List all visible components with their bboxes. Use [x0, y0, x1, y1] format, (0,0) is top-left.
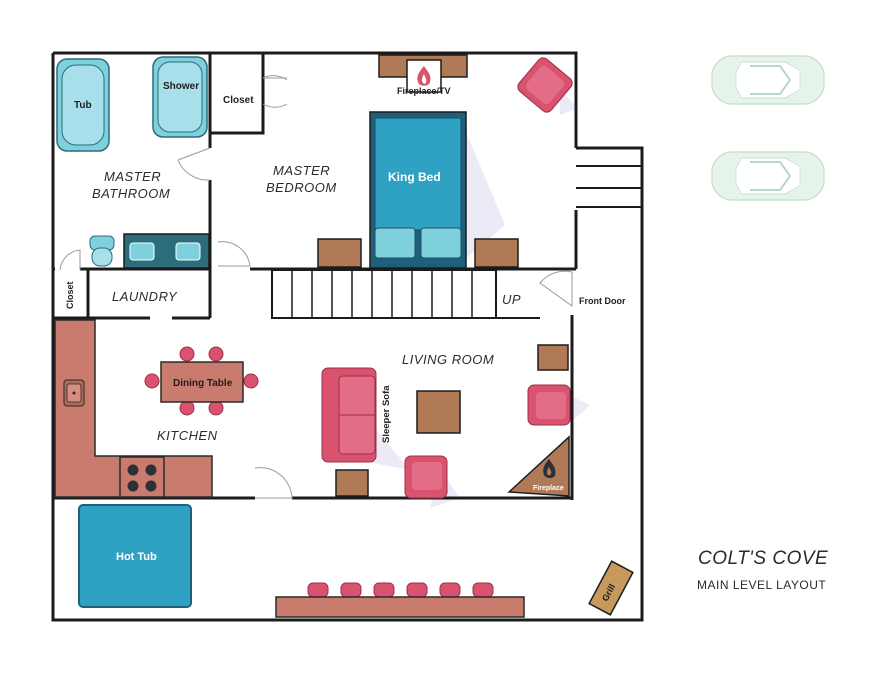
sink-icon — [66, 383, 82, 403]
king-bed-label: King Bed — [388, 170, 441, 184]
sleeper-sofa — [321, 367, 377, 463]
sleeper-sofa-label: Sleeper Sofa — [381, 385, 392, 443]
bathtub — [56, 58, 110, 152]
closet-label-master: Closet — [223, 95, 254, 106]
master-bathroom-label-line1: MASTER — [104, 169, 161, 184]
corner-fireplace — [507, 435, 570, 497]
shower — [152, 56, 208, 138]
fireplace-tv-unit — [378, 54, 468, 93]
armchair-living-east — [527, 384, 571, 426]
master-bedroom-label-line1: MASTER — [273, 163, 330, 178]
king-bed — [369, 111, 467, 269]
fire-icon — [417, 66, 431, 86]
armchair-bedroom — [517, 57, 573, 113]
toilet-icon — [89, 235, 115, 267]
living-room-label: LIVING ROOM — [402, 352, 494, 367]
shower-label: Shower — [163, 81, 199, 92]
tub-label: Tub — [74, 100, 92, 111]
dining-table — [144, 346, 259, 416]
dining-table-label: Dining Table — [173, 378, 233, 389]
kitchen-label: KITCHEN — [157, 428, 218, 443]
cooktop-icon — [119, 456, 165, 498]
bar-counter-with-stools — [275, 582, 525, 618]
side-table-window — [537, 344, 569, 371]
grill — [588, 560, 634, 616]
laundry-label: LAUNDRY — [112, 289, 178, 304]
front-door-label: Front Door — [579, 296, 626, 306]
hot-tub-label: Hot Tub — [116, 551, 157, 563]
car-icon — [711, 55, 825, 105]
fire-icon — [543, 459, 556, 478]
nightstand-left — [317, 238, 362, 268]
armchair-living-south — [404, 455, 448, 499]
vanity-double-sink — [123, 233, 210, 269]
layout-title: COLT'S COVE — [698, 548, 829, 569]
fireplace-tv-label: Fireplace/TV — [397, 86, 451, 96]
hot-tub — [78, 504, 192, 608]
closet-label-laundry: Closet — [65, 281, 75, 309]
coffee-table — [416, 390, 461, 434]
door-swings — [59, 75, 573, 499]
fireplace-label: Fireplace — [533, 485, 564, 492]
side-table-sofa — [335, 469, 369, 497]
title-block: COLT'S COVE MAIN LEVEL LAYOUT — [690, 548, 850, 592]
layout-subtitle: MAIN LEVEL LAYOUT — [697, 578, 827, 592]
nightstand-right — [474, 238, 519, 268]
car-icon — [711, 151, 825, 201]
master-bathroom-label-line2: BATHROOM — [92, 186, 170, 201]
stairs-up-label: UP — [502, 292, 521, 307]
master-bedroom-label-line2: BEDROOM — [266, 180, 337, 195]
staircase — [271, 269, 497, 319]
